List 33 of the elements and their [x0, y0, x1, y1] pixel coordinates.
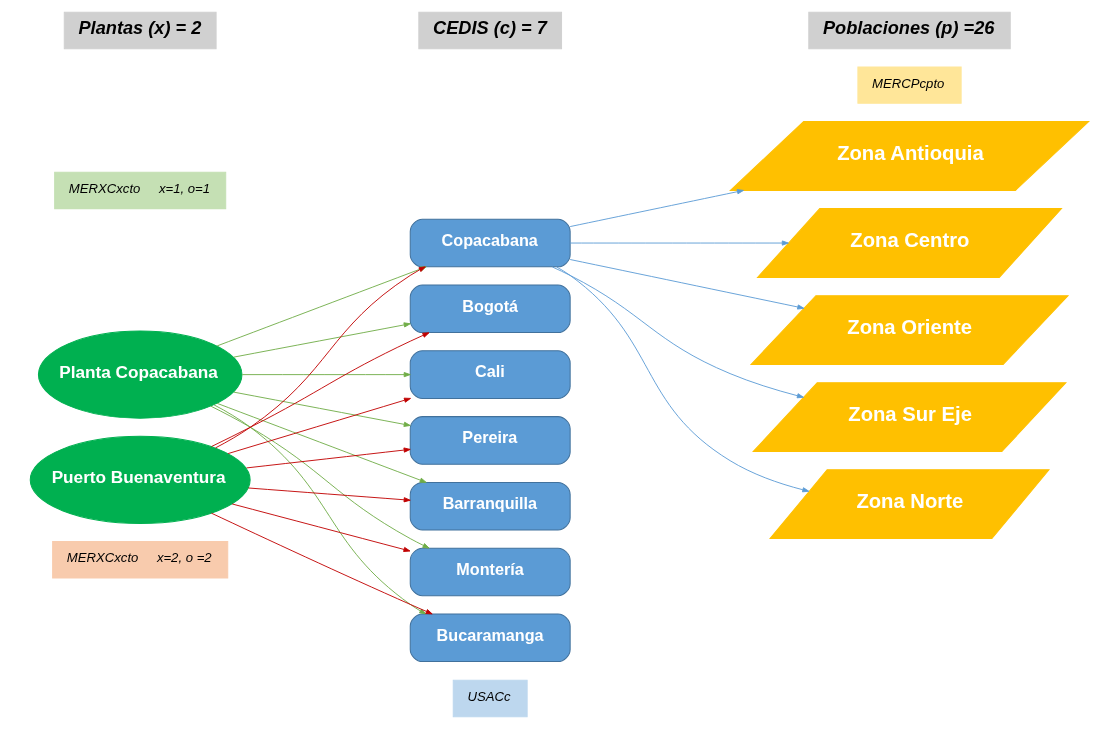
arrow — [233, 322, 411, 358]
node-box: Plantas (x) = 2 — [63, 11, 217, 50]
arrow — [213, 404, 427, 615]
arrow — [246, 447, 411, 469]
arrow — [556, 266, 810, 493]
arrow — [211, 332, 430, 447]
arrow — [241, 372, 411, 378]
node-box: Barranquilla — [409, 481, 571, 531]
arrow — [551, 266, 804, 399]
node-box: Copacabana — [409, 218, 571, 268]
node-box: MERXCxcto x=2, o =2 — [52, 541, 229, 579]
arrow — [569, 259, 805, 310]
arrow — [216, 402, 427, 483]
arrow — [569, 189, 744, 228]
arrow — [233, 391, 411, 427]
node-box: Bucaramanga — [409, 613, 571, 663]
node-box: Cali — [409, 350, 571, 399]
node-box: MERXCxcto x=1, o=1 — [54, 171, 227, 210]
node-box: MERCPcpto — [857, 66, 962, 104]
node-ellipse: Planta Copacabana — [37, 330, 243, 419]
arrow — [231, 503, 411, 552]
node-ellipse: Puerto Buenaventura — [29, 435, 251, 524]
arrow — [569, 240, 789, 246]
arrow — [210, 512, 433, 615]
node-box: Bogotá — [409, 284, 571, 334]
arrow — [248, 487, 411, 503]
node-box: Montería — [409, 547, 571, 597]
node-box: Poblaciones (p) =26 — [808, 11, 1011, 50]
node-box: CEDIS (c) = 7 — [418, 11, 563, 50]
node-box: USACc — [452, 679, 528, 718]
arrow — [227, 397, 411, 455]
arrow — [210, 405, 430, 549]
node-box: Pereira — [409, 416, 571, 465]
